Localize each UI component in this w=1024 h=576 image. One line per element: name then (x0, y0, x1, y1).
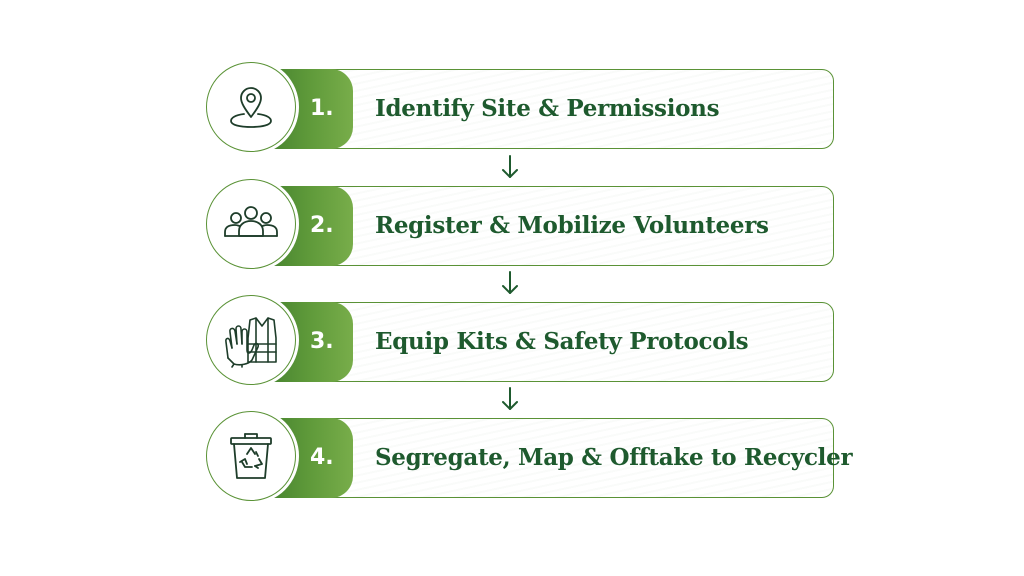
recycle-bin-icon (230, 433, 272, 479)
step-card (256, 418, 834, 498)
down-arrow-icon (502, 387, 518, 410)
step-card (256, 186, 834, 266)
step-1: 1. Identify Site & Permissions (206, 62, 836, 152)
step-number: 2. (310, 213, 334, 238)
step-3: 3. Equip Kits & Safety Protocols (206, 295, 836, 385)
step-number: 1. (310, 96, 334, 121)
step-label: Identify Site & Permissions (375, 95, 720, 122)
down-arrow-icon (502, 271, 518, 294)
step-label: Register & Mobilize Volunteers (375, 212, 769, 239)
location-pin-icon (230, 87, 272, 128)
icon-circle (206, 179, 296, 269)
step-card (256, 69, 834, 149)
volunteers-group-icon (224, 206, 278, 237)
icon-circle (206, 295, 296, 385)
step-4: 4. Segregate, Map & Offtake to Recycler (206, 411, 853, 501)
gloves-safety-vest-icon (225, 317, 277, 368)
step-number: 4. (310, 445, 334, 470)
step-label: Equip Kits & Safety Protocols (375, 328, 749, 355)
step-label: Segregate, Map & Offtake to Recycler (375, 444, 853, 471)
down-arrow-icon (502, 155, 518, 178)
step-2: 2. Register & Mobilize Volunteers (206, 179, 836, 269)
step-number: 3. (310, 329, 334, 354)
icon-circle (206, 411, 296, 501)
icon-circle (206, 62, 296, 152)
